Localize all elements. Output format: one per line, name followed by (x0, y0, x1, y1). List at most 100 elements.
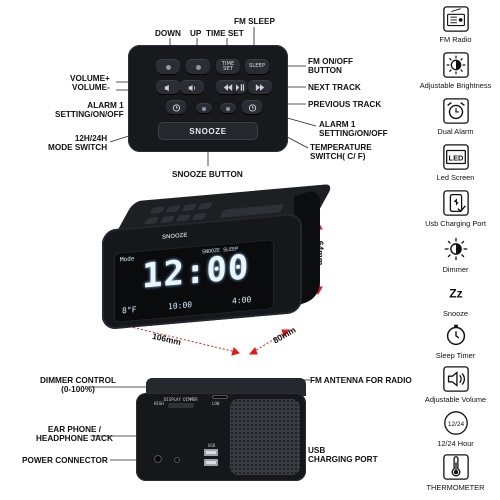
feature-label: Usb Charging Port (425, 219, 486, 228)
brightness-icon (442, 52, 469, 78)
usb-port-text: USB (208, 443, 216, 448)
label-alarm1-right: ALARM 1 SETTING/ON/OFF (319, 120, 388, 139)
feature-volume: Adjustable Volume (411, 364, 500, 404)
alarm-time-readout: 10:00 (168, 300, 193, 312)
clock-front-view: SNOOZE Mode SNOOZE SLEEP 12:00 8°F 10:00… (102, 183, 334, 331)
radio-icon (442, 6, 469, 32)
clock-back-top (146, 378, 306, 396)
power-connector-port[interactable] (154, 455, 162, 463)
feature-label: Adjustable Brightness (419, 81, 492, 90)
clock-face: SNOOZE Mode SNOOZE SLEEP 12:00 8°F 10:00… (102, 212, 302, 331)
snooze-icon: Zz (449, 287, 462, 301)
time-set-button-label: TIME SET (221, 60, 235, 72)
dimmer-slider[interactable] (168, 403, 194, 408)
hour-badge: 12/24 (447, 421, 464, 428)
usb-charging-icon (442, 190, 469, 216)
sleep-timer-icon (446, 324, 465, 346)
feature-label: Dimmer (442, 265, 469, 274)
speaker-grille (230, 399, 300, 475)
feature-12-24-hour: 12/24 12/24 Hour (411, 408, 500, 448)
led-badge: LED (448, 153, 464, 162)
label-snooze-button: SNOOZE BUTTON (172, 170, 243, 179)
feature-led-screen: LED Led Screen (411, 142, 500, 182)
brand-label: SNOOZE (162, 232, 188, 241)
usb-port-2[interactable] (204, 459, 218, 466)
label-time-set: TIME SET (206, 29, 244, 38)
temperature-readout: 8°F (122, 305, 137, 316)
temp-switch-button[interactable] (220, 103, 236, 114)
label-alarm1-left: ALARM 1 SETTING/ON/OFF (55, 101, 124, 120)
label-next-track: NEXT TRACK (308, 83, 361, 92)
feature-icon-list: FM Radio Adjustable Brightness Dual Alar… (411, 0, 500, 500)
label-fm-onoff: FM ON/OFF BUTTON (308, 57, 354, 76)
play-pause-icon (236, 84, 244, 91)
label-temp-switch: TEMPERATURE SWITCH( C/ F) (310, 143, 372, 162)
feature-brightness: Adjustable Brightness (411, 50, 500, 90)
led-icon: LED (442, 144, 469, 170)
label-usb-charging: USB CHARGING PORT (308, 446, 378, 465)
feature-label: Dual Alarm (437, 127, 474, 136)
down-button[interactable] (156, 59, 180, 75)
snooze-button-label: SNOOZE (189, 126, 227, 136)
snooze-badge: Zz (449, 287, 462, 301)
play-pause-button[interactable] (233, 80, 247, 95)
feature-dual-alarm: Dual Alarm (411, 96, 500, 136)
volume-icon (442, 366, 469, 392)
alarm1-left-button[interactable] (166, 100, 186, 115)
time-set-button[interactable]: TIME SET (216, 59, 240, 75)
clock-top-view: TIME SET SLEEP (128, 45, 288, 152)
dimension-height: 64mm (315, 240, 326, 266)
speaker-loud-icon (188, 84, 195, 91)
feature-snooze: Zz Snooze (411, 278, 500, 318)
thermometer-icon (442, 454, 469, 480)
label-earphone-jack: EAR PHONE / HEADPHONE JACK (36, 425, 113, 444)
led-display: Mode SNOOZE SLEEP 12:00 8°F 10:00 4:00 (114, 239, 274, 324)
feature-sleep-timer: Sleep Timer (411, 320, 500, 360)
feature-label: THERMOMETER (426, 483, 485, 492)
feature-label: Snooze (442, 309, 469, 318)
time-readout: 12:00 (142, 247, 250, 297)
previous-track-icon (223, 84, 233, 91)
clock-back-view: DISPLAY DIMMER HIGH LOW USB (136, 393, 306, 481)
label-previous-track: PREVIOUS TRACK (308, 100, 382, 109)
alarm1-right-button[interactable] (242, 100, 262, 115)
label-up: UP (190, 29, 202, 38)
label-power-connector: POWER CONNECTOR (22, 456, 108, 465)
snooze-button[interactable]: SNOOZE (158, 122, 258, 140)
label-mode-switch: 12H/24H MODE SWITCH (48, 134, 108, 153)
antenna-port[interactable] (212, 395, 228, 399)
alarm-clock-icon (442, 98, 469, 124)
sleep-button[interactable]: SLEEP (245, 59, 269, 75)
label-fm-antenna: FM ANTENNA FOR RADIO (310, 376, 412, 385)
label-down: DOWN (155, 29, 181, 38)
dimmer-icon (444, 237, 467, 261)
usb-port-1[interactable] (204, 449, 218, 456)
12-24-hour-icon: 12/24 (443, 411, 468, 435)
speaker-icon (164, 84, 169, 91)
feature-thermometer: THERMOMETER (411, 452, 500, 492)
mode-tag: Mode (120, 255, 135, 264)
sleep-button-label: SLEEP (248, 63, 266, 70)
feature-label: 12/24 Hour (437, 439, 474, 448)
volume-up-button[interactable] (180, 80, 204, 95)
next-track-button[interactable] (248, 80, 272, 95)
label-dimmer-control: DIMMER CONTROL (0-100%) (40, 376, 116, 395)
label-volume: VOLUME+ VOLUME- (70, 74, 110, 93)
alarm-bell-icon (248, 104, 256, 112)
high-text: HIGH (154, 401, 164, 406)
feature-label: Led Screen (436, 173, 475, 182)
up-button[interactable] (186, 59, 210, 75)
alarm-bell-icon (172, 104, 180, 112)
feature-usb-charging: Usb Charging Port (411, 188, 500, 228)
feature-label: FM Radio (439, 35, 472, 44)
feature-fm-radio: FM Radio (411, 4, 500, 44)
headphone-jack-port[interactable] (174, 457, 180, 463)
sleep-time-readout: 4:00 (232, 295, 252, 306)
mode-12-24-button[interactable] (196, 103, 212, 114)
feature-dimmer: Dimmer (411, 234, 500, 274)
label-fm-sleep: FM SLEEP (234, 17, 275, 26)
feature-label: Adjustable Volume (424, 395, 487, 404)
low-text: LOW (212, 401, 220, 406)
volume-down-button[interactable] (156, 80, 180, 95)
next-track-icon (255, 84, 265, 91)
